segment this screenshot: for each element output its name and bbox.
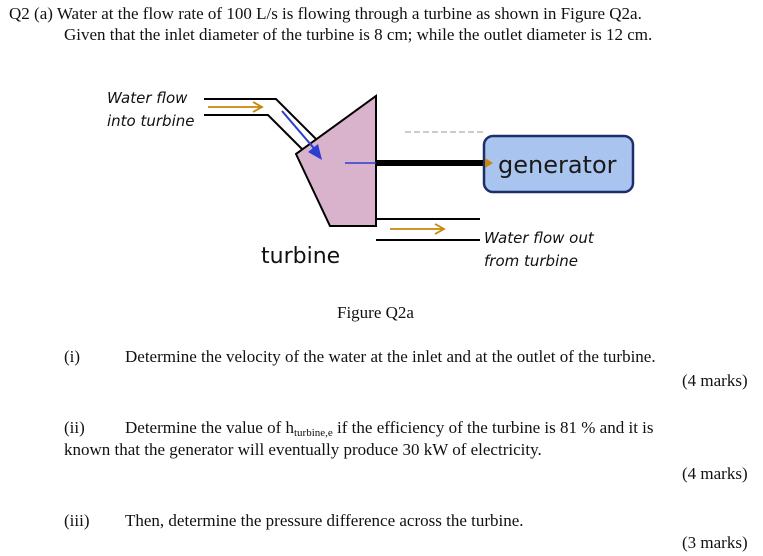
inlet-label-line-2: into turbine: [107, 112, 195, 130]
question-line-2: Given that the inlet diameter of the tur…: [64, 25, 653, 44]
part-ii-text-line-2: known that the generator will eventually…: [64, 440, 542, 459]
outlet-pipe: [376, 218, 480, 241]
outlet-arrow-icon: [390, 223, 446, 235]
inlet-pipe: [204, 98, 323, 162]
figure-caption: Figure Q2a: [337, 303, 414, 322]
part-ii-text-b: if the efficiency of the turbine is 81 %…: [332, 418, 654, 437]
turbine-label: turbine: [261, 244, 341, 269]
part-iii-text: Then, determine the pressure difference …: [125, 511, 524, 530]
part-i-text: Determine the velocity of the water at t…: [125, 347, 656, 366]
part-ii-number: (ii): [64, 418, 85, 437]
inlet-arrow-icon: [208, 101, 264, 113]
part-i-marks: (4 marks): [682, 371, 748, 390]
part-iii-marks: (3 marks): [682, 533, 748, 552]
part-ii-text-a: Determine the value of h: [125, 418, 294, 437]
generator-box: [482, 134, 635, 194]
generator-input-arrow-icon: [485, 158, 493, 168]
part-ii-marks: (4 marks): [682, 464, 748, 483]
outlet-label-line-1: Water flow out: [484, 229, 594, 247]
turbine-body: [294, 94, 377, 227]
flow-direction-arrow-icon: [281, 110, 322, 160]
generator-label: generator: [498, 151, 617, 179]
question-line-1: Q2 (a) Water at the flow rate of 100 L/s…: [9, 4, 642, 23]
outlet-label-line-2: from turbine: [484, 252, 578, 270]
inlet-label-line-1: Water flow: [107, 89, 188, 107]
part-iii-number: (iii): [64, 511, 90, 530]
part-ii-text: Determine the value of hturbine,e if the…: [125, 418, 654, 443]
part-i-number: (i): [64, 347, 81, 366]
part-ii-subscript: turbine,e: [294, 427, 333, 439]
